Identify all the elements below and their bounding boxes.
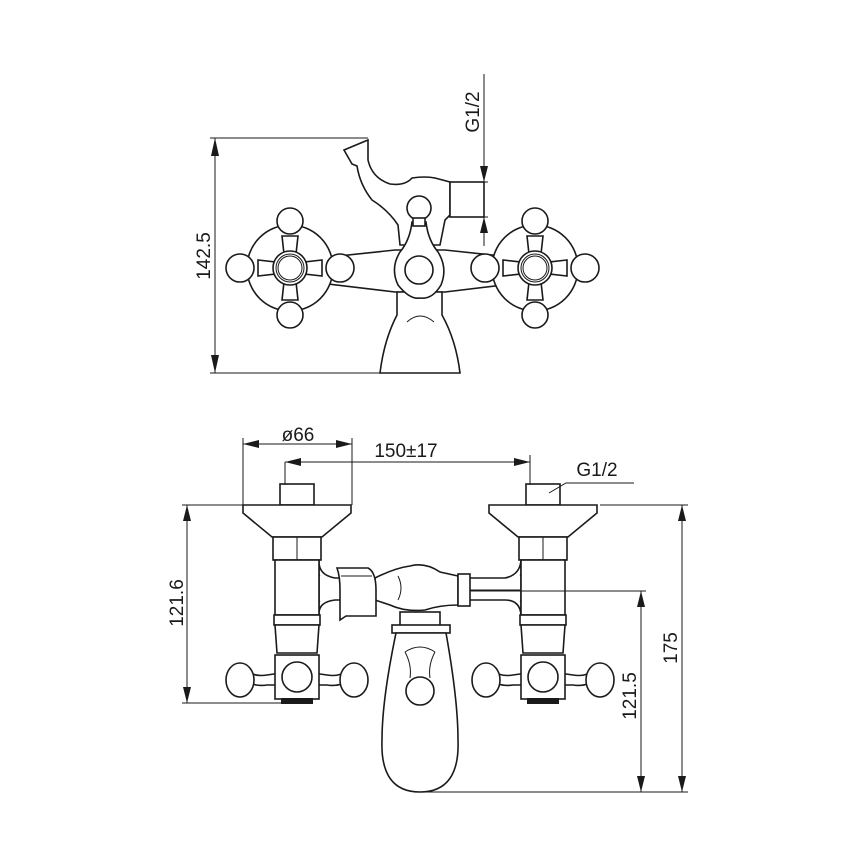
dimension-total-height: 175 <box>420 504 688 793</box>
dimension-height-top: 142.5 <box>194 137 460 374</box>
spout-height-label: 121.5 <box>620 672 641 720</box>
total-height-label: 175 <box>661 632 682 664</box>
front-view: ø66 150±17 G1/2 121.6 <box>167 425 688 793</box>
inlet-stub <box>449 181 485 218</box>
dimension-center-distance: 150±17 <box>284 441 531 485</box>
center-distance-label: 150±17 <box>374 441 437 462</box>
flange-diameter-label: ø66 <box>282 425 315 446</box>
spout-knob <box>405 676 435 706</box>
dimension-thread-front: G1/2 <box>548 460 634 494</box>
spout-top <box>379 291 461 374</box>
height-dim-label: 142.5 <box>194 232 215 280</box>
inlet-height-label: 121.6 <box>167 579 188 627</box>
dimension-thread-top: G1/2 <box>450 74 488 246</box>
diverter-collar <box>457 573 471 607</box>
top-view: 142.5 G1/2 <box>194 74 600 374</box>
diverter-knob <box>406 195 432 221</box>
dimension-spout-height: 121.5 <box>470 590 646 792</box>
cross-handle-right <box>470 207 600 329</box>
spout-front <box>381 632 459 793</box>
dimension-inlet-height: 121.6 <box>167 504 290 704</box>
diverter-front <box>374 564 459 612</box>
cross-handle-left <box>225 207 355 329</box>
shower-holder <box>335 567 377 622</box>
thread-label-front: G1/2 <box>576 460 617 481</box>
shower-hook <box>342 138 451 246</box>
spout-collar <box>391 624 451 634</box>
thread-label-top: G1/2 <box>463 91 484 132</box>
dimension-flange-diameter: ø66 <box>242 425 353 505</box>
